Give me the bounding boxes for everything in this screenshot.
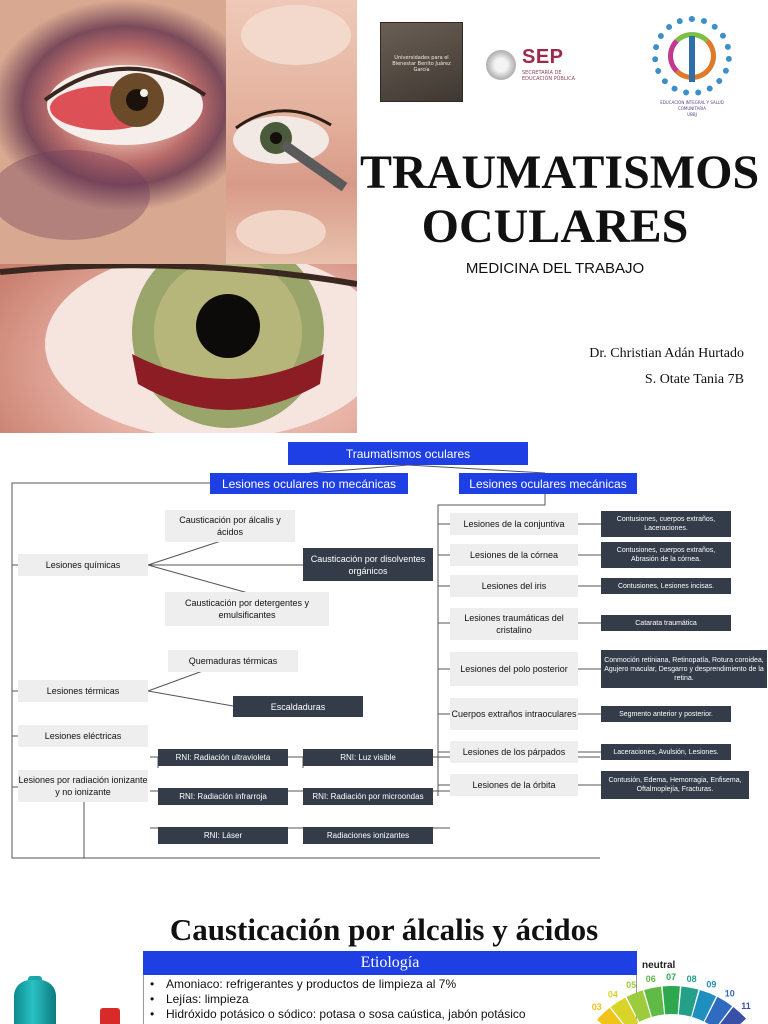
etiology-item: Hidróxido potásico o sódico: potasa o so…: [150, 1007, 636, 1022]
rni-infrarroja: RNI: Radiación infrarroja: [158, 788, 288, 805]
category-mecanicas: Lesiones oculares mecánicas: [459, 473, 637, 494]
health-network-acronym: UBBJ: [687, 112, 697, 117]
quemaduras-termicas: Quemaduras térmicas: [168, 650, 298, 672]
mecanica-row-label: Lesiones traumáticas del cristalino: [450, 608, 578, 640]
mecanica-row-detail: Segmento anterior y posterior.: [601, 706, 731, 722]
mecanica-row-label: Lesiones de la órbita: [450, 774, 578, 796]
rni-laser: RNI: Láser: [158, 827, 288, 844]
slide-title-line-2: OCULARES: [421, 200, 689, 253]
ph-scale-segment: [662, 986, 680, 1015]
escaldaduras: Escaldaduras: [233, 696, 363, 717]
radiaciones-ionizantes: Radiaciones ionizantes: [303, 827, 433, 844]
etiology-slide: Causticación por álcalis y ácidos Etiolo…: [0, 898, 768, 1024]
eyelid-exam-illustration: [233, 5, 351, 254]
ph-scale-number: 05: [626, 980, 636, 990]
ph-scale-graphic: 03 04 05 06 07 08 09 10 11: [592, 972, 751, 1024]
foreign-body-eye-photo: [226, 0, 357, 264]
mecanica-row-detail: Contusiones, Lesiones incisas.: [601, 578, 731, 594]
mecanica-row-label: Cuerpos extraños intraoculares: [450, 698, 578, 730]
rni-ultravioleta: RNI: Radiación ultravioleta: [158, 749, 288, 766]
hyphema-illustration: [0, 264, 357, 433]
mecanica-row-label: Lesiones del polo posterior: [450, 652, 578, 686]
university-logo-text: Universidades para el Bienestar Benito J…: [392, 55, 451, 73]
student-name: S. Otate Tania 7B: [644, 372, 744, 387]
lesiones-quimicas: Lesiones químicas: [18, 554, 148, 576]
mecanica-row-detail: Laceraciones, Avulsión, Lesiones.: [601, 744, 731, 760]
mecanica-row-detail: Contusiones, cuerpos extraños, Laceracio…: [601, 511, 731, 537]
causticacion-disolventes: Causticación por disolventes orgánicos: [303, 548, 433, 581]
etiology-slide-title: Causticación por álcalis y ácidos: [169, 912, 599, 947]
bruised-eye-photo: [0, 0, 226, 264]
caduceus-icon: [689, 36, 695, 82]
health-network-caption-line: EDUCACIÓN INTEGRAL Y SALUD COMUNITARIA: [660, 100, 724, 111]
mecanica-row-detail: Conmoción retiniana, Retinopatía, Rotura…: [601, 650, 767, 688]
hyphema-eye-photo: [0, 264, 357, 433]
ph-scale-number: 09: [706, 979, 716, 989]
mecanica-row-label: Lesiones de la conjuntiva: [450, 513, 578, 535]
diagram-root: Traumatismos oculares: [288, 442, 528, 465]
lesiones-termicas: Lesiones térmicas: [18, 680, 148, 702]
sep-logo-subtitle: SECRETARÍA DE EDUCACIÓN PÚBLICA: [522, 70, 576, 82]
sep-logo: SEP SECRETARÍA DE EDUCACIÓN PÚBLICA: [486, 46, 591, 86]
ph-scale-number: 11: [741, 1001, 751, 1011]
etiology-list: Amoniaco: refrigerantes y productos de l…: [143, 975, 637, 1024]
ph-scale-segment: [678, 986, 699, 1017]
ph-scale-number: 08: [687, 974, 697, 984]
ph-scale-segment: [610, 997, 639, 1024]
mecanica-row-label: Lesiones de los párpados: [450, 741, 578, 763]
lesiones-electricas: Lesiones eléctricas: [18, 725, 148, 747]
sep-logo-title: SEP: [522, 46, 564, 68]
ph-scale-segment: [626, 990, 651, 1022]
rni-microondas: RNI: Radiación por microondas: [303, 788, 433, 805]
cleaner-bottle-icon: [100, 1008, 120, 1024]
ph-scale-segment: [644, 986, 665, 1017]
mecanica-row-detail: Catarata traumática: [601, 615, 731, 631]
bruised-eye-illustration: [0, 65, 207, 240]
title-slide: Universidades para el Bienestar Benito J…: [0, 0, 768, 433]
national-seal-icon: [486, 50, 516, 80]
mecanica-row-label: Lesiones del iris: [450, 575, 578, 597]
ph-scale-number: 06: [646, 974, 656, 984]
causticacion-detergentes: Causticación por detergentes y emulsific…: [165, 592, 329, 626]
ph-scale-segment: [704, 996, 733, 1024]
etiology-item: Lejías: limpieza: [150, 992, 636, 1007]
ph-scale-label: neutral: [642, 960, 676, 971]
ph-scale-segment: [596, 1007, 623, 1024]
ph-scale-segment: [720, 1006, 747, 1024]
ph-scale-segment: [692, 989, 717, 1022]
health-network-caption: EDUCACIÓN INTEGRAL Y SALUD COMUNITARIA U…: [646, 100, 738, 118]
mecanica-row-label: Lesiones de la córnea: [450, 544, 578, 566]
network-ring-icon: [652, 16, 732, 96]
ph-scale-number: 04: [608, 989, 618, 999]
mecanica-row-detail: Contusión, Edema, Hemorragia, Enfisema, …: [601, 771, 749, 799]
rni-luz-visible: RNI: Luz visible: [303, 749, 433, 766]
author-name: Dr. Christian Adán Hurtado: [589, 346, 744, 361]
health-network-logo: EDUCACIÓN INTEGRAL Y SALUD COMUNITARIA U…: [646, 14, 738, 118]
ph-scale-number: 10: [725, 989, 735, 999]
bleach-bottle-icon: [14, 980, 56, 1024]
mecanica-row-detail: Contusiones, cuerpos extraños, Abrasión …: [601, 542, 731, 568]
slide-subtitle: MEDICINA DEL TRABAJO: [465, 260, 645, 277]
causticacion-alcalis: Causticación por álcalis y ácidos: [165, 510, 295, 542]
university-logo: Universidades para el Bienestar Benito J…: [380, 22, 463, 102]
slide-title-line-1: TRAUMATISMOS: [360, 146, 760, 199]
lesiones-radiacion: Lesiones por radiación ionizante y no io…: [18, 770, 148, 802]
etiology-table-header: Etiología: [143, 951, 637, 975]
classification-diagram: Traumatismos oculares Lesiones oculares …: [0, 433, 768, 898]
slide-title: TRAUMATISMOS OCULARES: [360, 146, 759, 254]
category-no-mecanicas: Lesiones oculares no mecánicas: [210, 473, 408, 494]
etiology-item: Amoniaco: refrigerantes y productos de l…: [150, 977, 636, 992]
ph-scale-number: 07: [666, 972, 676, 982]
ph-scale-number: 03: [592, 1002, 602, 1012]
